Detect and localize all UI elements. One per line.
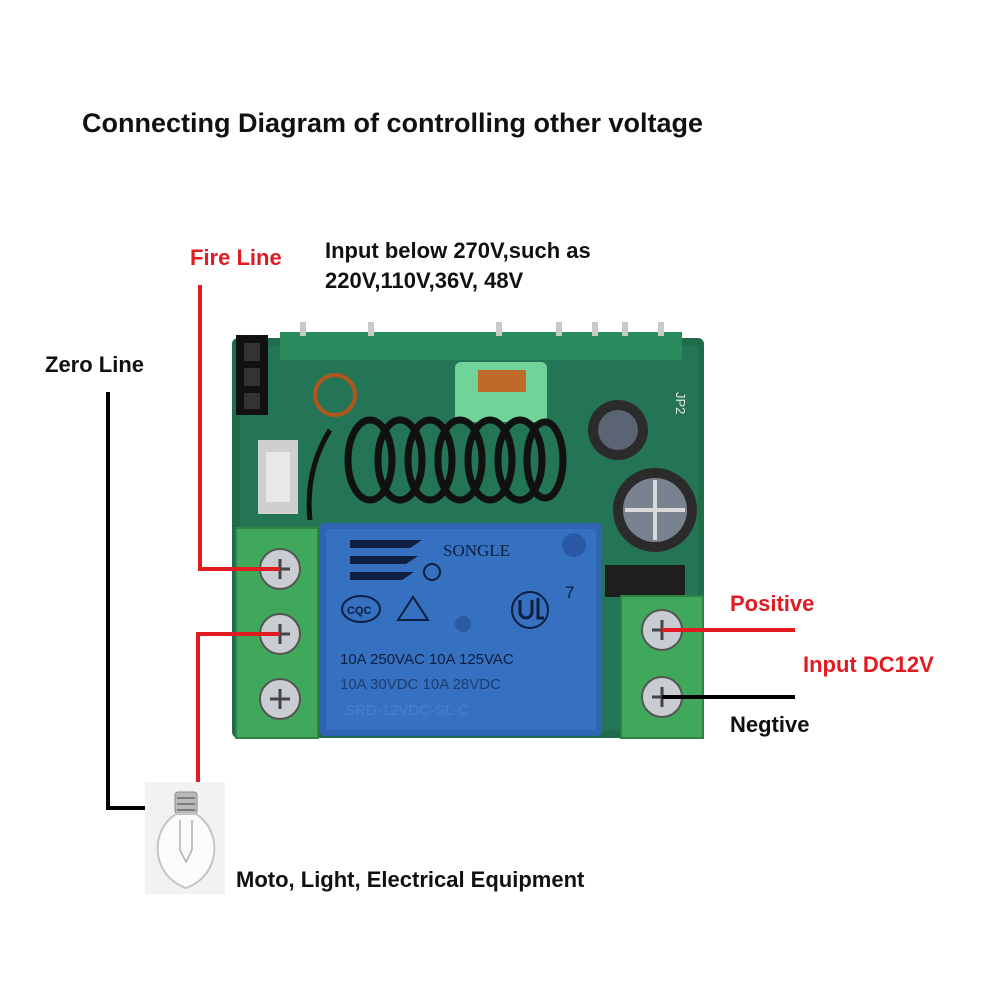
cqc-mark-icon — [341, 595, 381, 623]
load-label: Moto, Light, Electrical Equipment — [236, 867, 585, 892]
load-line-wire — [196, 632, 280, 797]
input-dc-label: Input DC12V — [803, 652, 934, 677]
terminal-block-right — [620, 595, 704, 739]
relay-cert: CQC — [347, 605, 372, 617]
zero-line-wire — [106, 392, 170, 810]
input-voltage-label-line2: 220V,110V,36V, 48V — [325, 268, 524, 293]
relay-brand: SONGLE — [443, 541, 510, 560]
input-voltage-label-line1: Input below 270V,such as — [325, 238, 591, 263]
diagram-title: Connecting Diagram of controlling other … — [82, 108, 704, 138]
zero-line-label: Zero Line — [45, 352, 145, 377]
jumper-label: JP2 — [673, 392, 688, 414]
fire-line-wire — [198, 285, 280, 571]
relay-number: 7 — [565, 583, 574, 602]
fire-line-label: Fire Line — [190, 245, 282, 270]
relay-model: SRD-12VDC-SL-C — [345, 702, 469, 719]
screw-terminal-3 — [259, 678, 301, 720]
negative-label: Negtive — [730, 712, 810, 737]
songle-logo-icon — [350, 540, 422, 580]
relay-spec-line2: 10A 30VDC 10A 28VDC — [340, 676, 501, 693]
relay: SONGLE CQC 7 10A 250VAC 10A 125VAC 10A 3… — [320, 523, 602, 736]
light-bulb-icon — [145, 782, 225, 894]
positive-label: Positive — [730, 591, 815, 616]
ul-mark-icon — [511, 591, 549, 629]
warning-mark-icon — [396, 595, 430, 621]
registered-icon — [423, 563, 441, 581]
relay-spec-line1: 10A 250VAC 10A 125VAC — [340, 651, 514, 668]
